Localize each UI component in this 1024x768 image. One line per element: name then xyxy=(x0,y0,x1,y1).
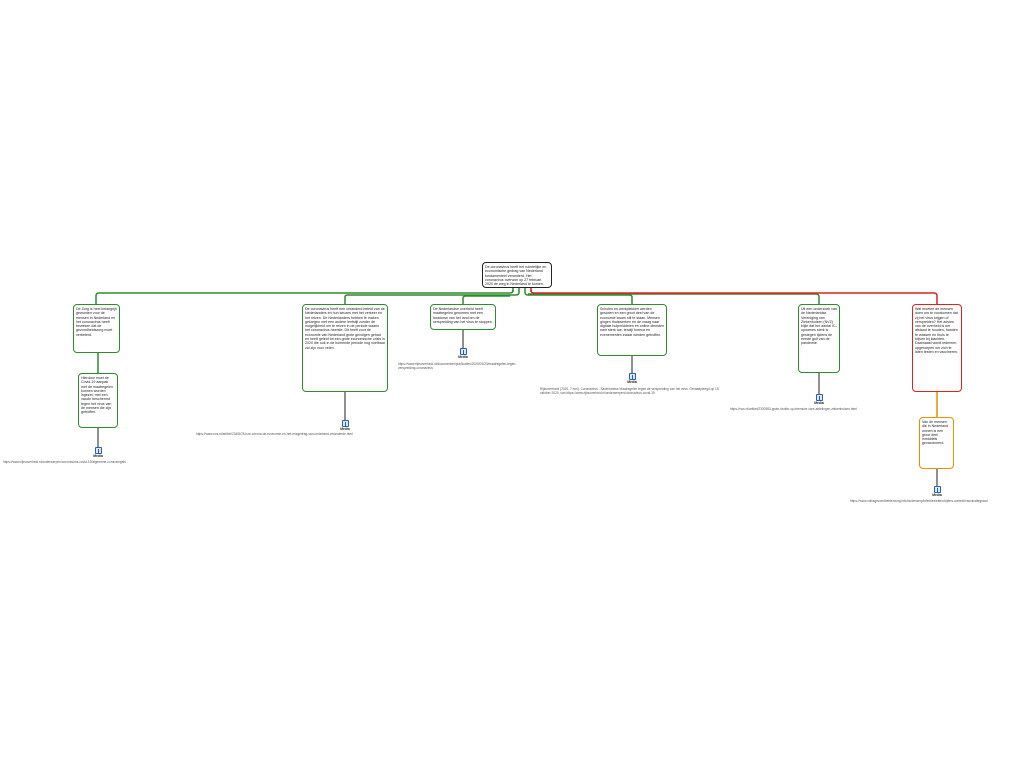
source-url[interactable]: https://www.volksgezondheidenzorg.info/o… xyxy=(850,499,988,503)
media-label: Media xyxy=(340,427,350,431)
book-icon xyxy=(459,348,467,355)
branch-node-maatregelen[interactable]: De Nederlandse overheid heeft maatregele… xyxy=(430,304,496,330)
branch-node-scholen[interactable]: Scholen en werkplekken werden gesloten e… xyxy=(597,304,667,356)
branch-node-advies[interactable]: Wat moeten de mensen doen om te voorkome… xyxy=(912,304,962,392)
connector-lines xyxy=(95,288,938,486)
branch-connector xyxy=(95,289,514,304)
branch-connector xyxy=(344,291,520,304)
branch-node-zorg[interactable]: De Zorg is heel belangrijk geworden voor… xyxy=(73,304,120,353)
source-url[interactable]: https://www.rijksoverheid.nl/documenten/… xyxy=(398,362,517,370)
media-item[interactable]: Media xyxy=(88,447,108,458)
branch-connector xyxy=(530,289,938,304)
media-label: Media xyxy=(627,380,637,384)
media-item[interactable]: Media xyxy=(335,420,355,431)
media-item[interactable]: Media xyxy=(809,394,829,405)
media-item[interactable]: Media xyxy=(622,373,642,384)
branch-connector xyxy=(528,293,820,304)
branch-connector xyxy=(462,295,510,304)
child-node-covid-aanpak[interactable]: Hierdoor moet de Covid-19 aanpak met de … xyxy=(78,373,118,428)
branch-node-onderzoek[interactable]: Uit een onderzoek van de Nederlandse Ver… xyxy=(798,304,840,373)
source-url[interactable]: Rijksoverheid (2020, 7 mei). Coronavirus… xyxy=(540,387,719,395)
source-url[interactable]: https://nos.nl/artikel/2330983-grote-dru… xyxy=(730,407,857,411)
book-icon xyxy=(815,394,823,401)
media-label: Media xyxy=(93,454,103,458)
media-label: Media xyxy=(814,401,824,405)
root-node[interactable]: De coronavirus heeft het ruimtelijke en … xyxy=(482,262,552,288)
media-label: Media xyxy=(458,355,468,359)
source-url[interactable]: https://www.nos.nl/artikel/2345678-hoe-c… xyxy=(196,432,353,436)
source-url[interactable]: https://www.rijksoverheid.nl/onderwerpen… xyxy=(3,460,126,464)
book-icon xyxy=(628,373,636,380)
book-icon xyxy=(341,420,349,427)
branch-node-gedrag[interactable]: De coronavirus heeft een veranderd belei… xyxy=(302,304,388,392)
branch-connector xyxy=(524,291,633,304)
book-icon xyxy=(94,447,102,454)
media-label: Media xyxy=(932,493,942,497)
child-node-gevaccineerd[interactable]: Van de mensen die in Nederland wonen is … xyxy=(919,417,954,469)
book-icon xyxy=(933,486,941,493)
media-item[interactable]: Media xyxy=(927,486,947,497)
media-item[interactable]: Media xyxy=(453,348,473,359)
